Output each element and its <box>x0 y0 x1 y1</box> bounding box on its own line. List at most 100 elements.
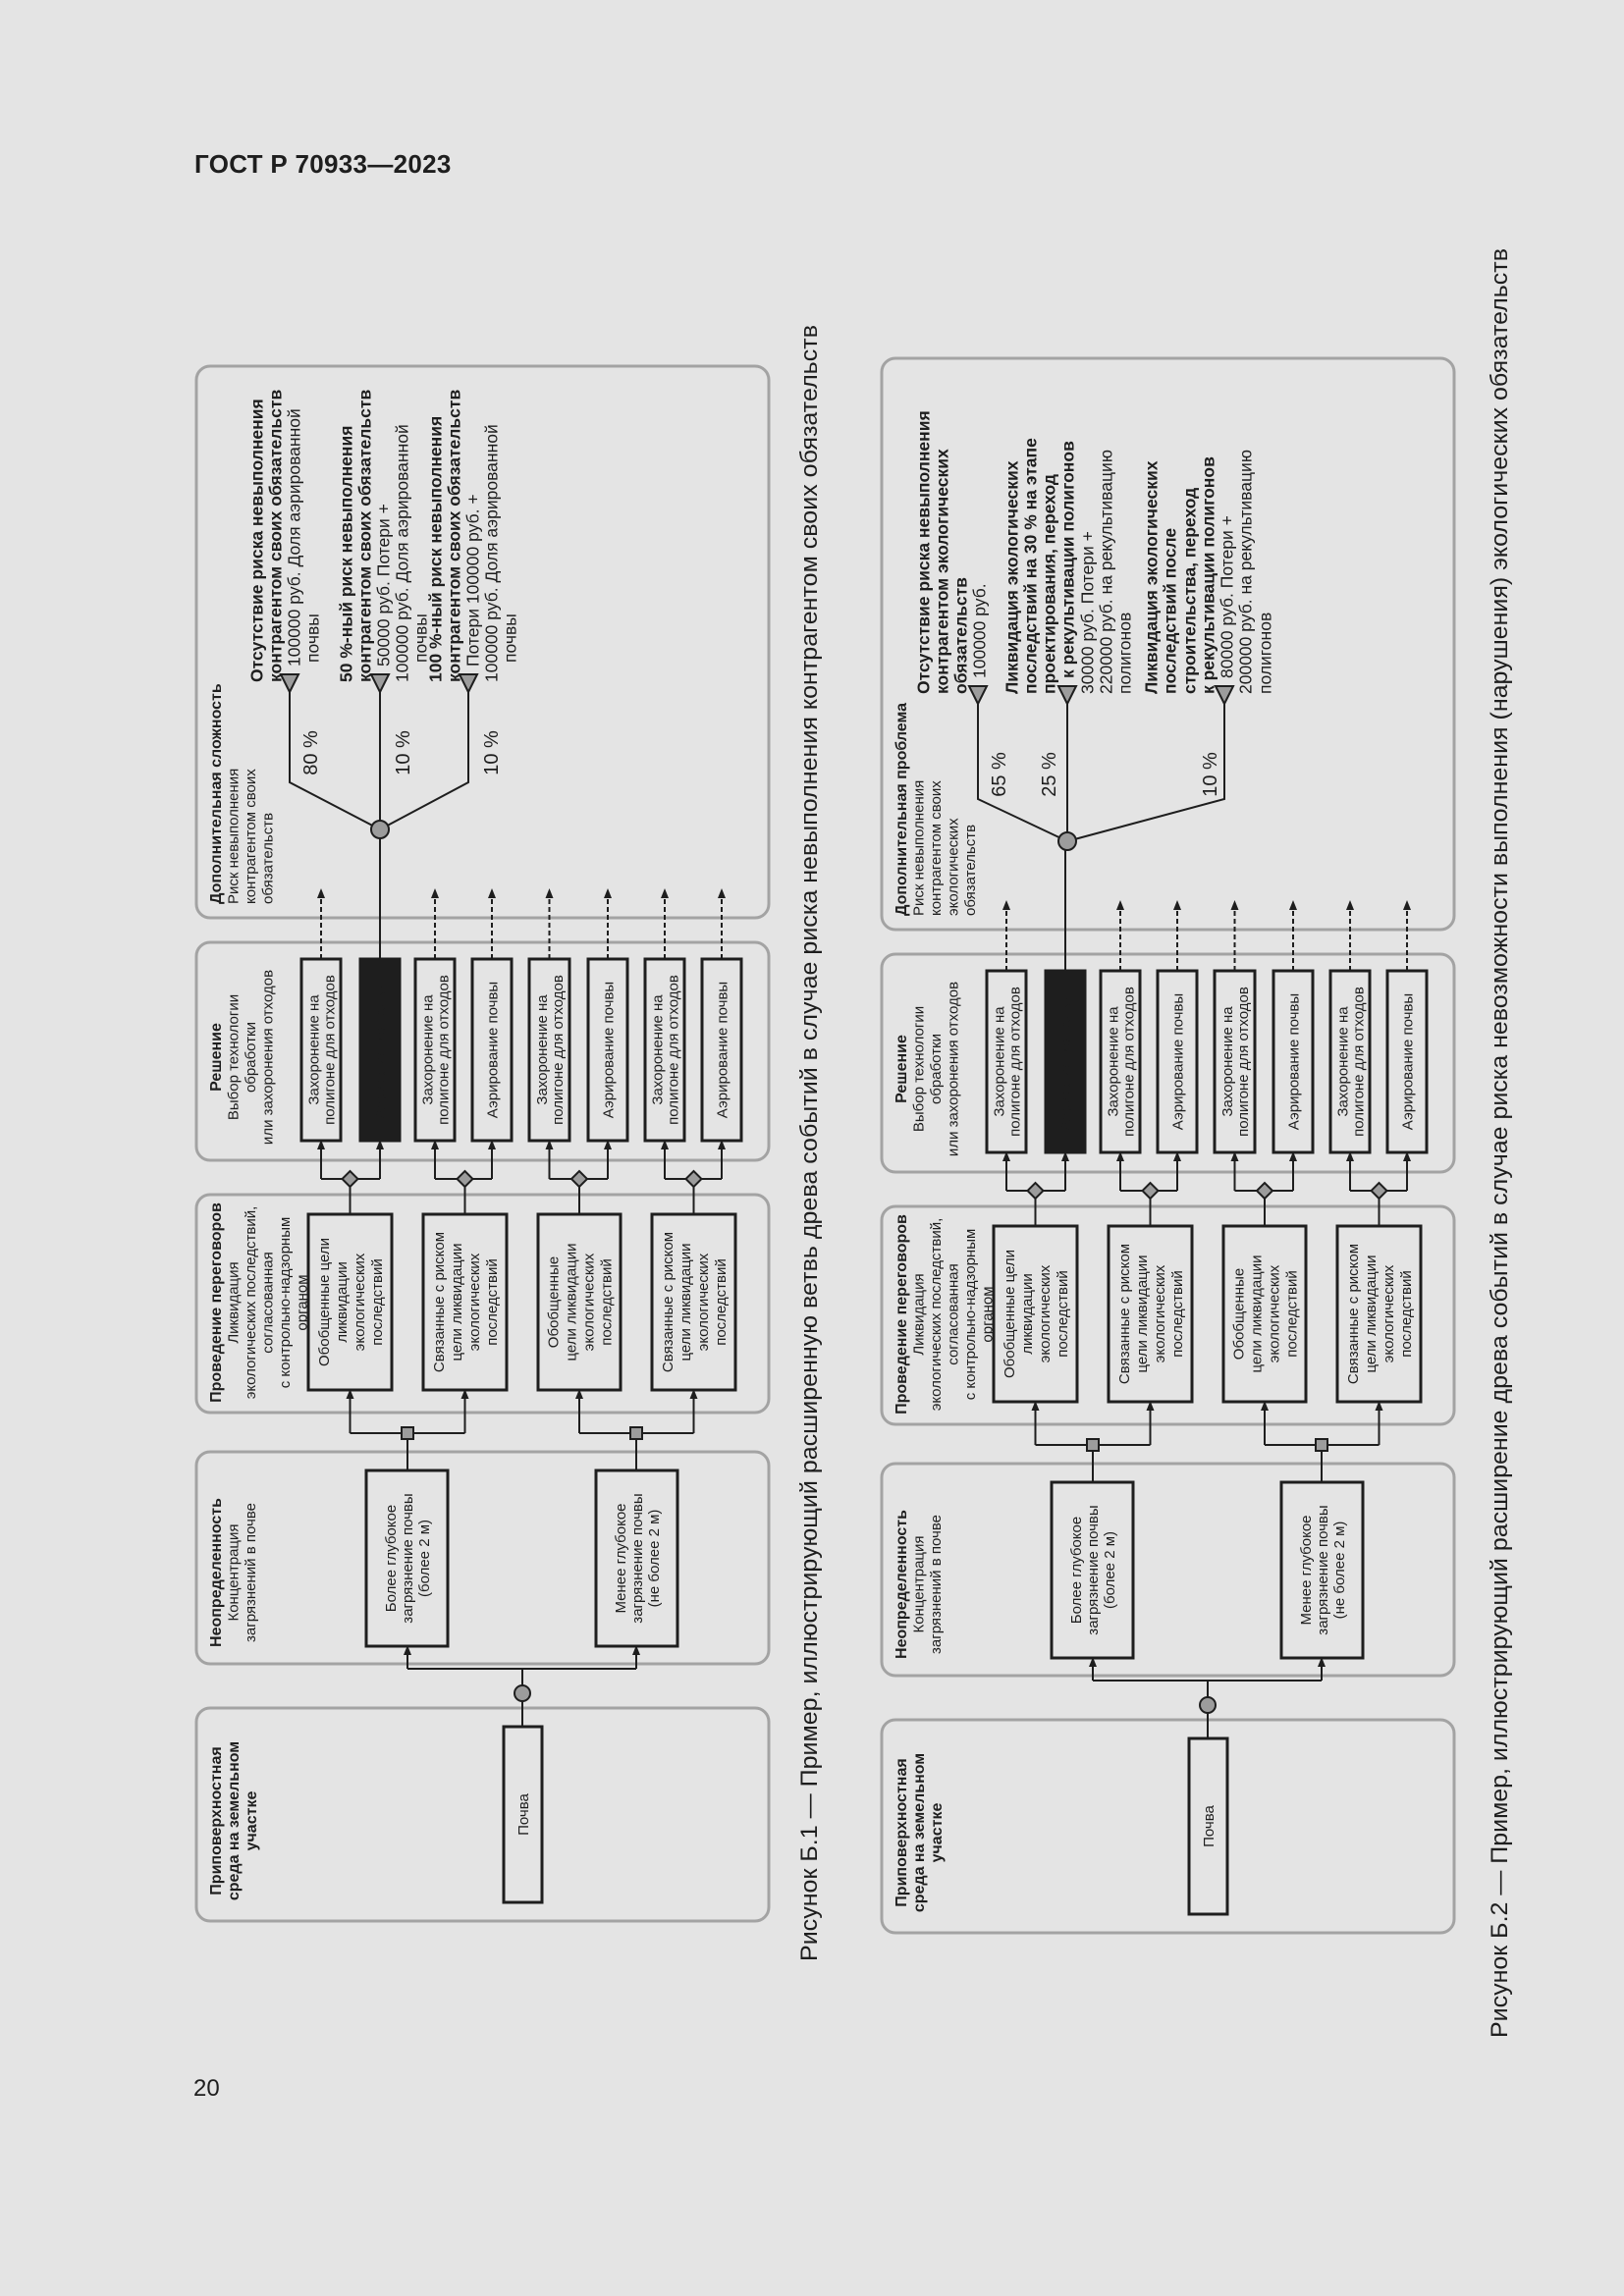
panel-subtitle: обязательств <box>259 813 276 904</box>
outcome-value-line: 100000 руб. Доля аэрированной <box>284 408 303 667</box>
panel-subtitle: Концентрация <box>225 1523 242 1621</box>
depth-box-text: Более глубокое <box>1068 1517 1085 1624</box>
negotiation-box-text: экологических <box>1152 1264 1168 1362</box>
outcome-title-line: последствий на 30 % на этапе <box>1020 438 1040 694</box>
panel-subtitle: Концентрация <box>910 1535 927 1632</box>
panel-subtitle: обработки <box>928 1034 945 1104</box>
panel-title: Неопределенность <box>893 1510 910 1659</box>
panel-title: Проведение переговоров <box>208 1202 225 1403</box>
panel-frame <box>880 1204 1456 1426</box>
decision-node-square <box>401 1426 414 1440</box>
depth-box-text: Менее глубокое <box>1298 1515 1315 1625</box>
probability-label: 80 % <box>300 730 322 775</box>
negotiation-box-text: Связанные с риском <box>1116 1244 1133 1384</box>
decision-node-diamond <box>1141 1181 1160 1201</box>
panel-title: среда на земельном <box>911 1753 928 1912</box>
panel-subtitle: загрязнений в почве <box>928 1515 945 1654</box>
decision-box-text: полигоне для отходов <box>435 975 452 1125</box>
negotiation-box-text: цели ликвидации <box>677 1243 694 1361</box>
decision-node-diamond <box>1255 1181 1274 1201</box>
outcome-value-line: 30000 руб. Потери + <box>1077 531 1097 694</box>
negotiation-box-text: экологических <box>466 1253 483 1351</box>
decision-box-text: полигоне для отходов <box>550 975 567 1125</box>
outcome-value-line: полигонов <box>1255 613 1274 694</box>
negotiation-box-text: экологических <box>695 1253 712 1351</box>
probability-label: 10 % <box>393 730 414 775</box>
outcome-title-line: 50 %-ный риск невыполнения <box>336 426 355 682</box>
panel-subtitle: загрязнений в почве <box>243 1503 259 1642</box>
decision-box-text: Захоронение на <box>1219 1006 1236 1117</box>
panel-title: Приповерхностная <box>893 1758 910 1906</box>
decision-box-text: Захоронение на <box>1334 1006 1351 1117</box>
decision-box-text: полигоне для отходов <box>1350 987 1367 1137</box>
terminal-node-triangle <box>1214 685 1235 707</box>
depth-box-text: загрязнение почвы <box>1085 1505 1102 1634</box>
outcome-value-line: 200000 руб. на рекультивацию <box>1235 450 1255 694</box>
depth-box-text: загрязнение почвы <box>400 1493 416 1623</box>
outcome-title-line: Отсутствие риска невыполнения <box>913 410 933 694</box>
panel-subtitle: с контрольно-надзорным <box>277 1217 294 1389</box>
terminal-node-triangle <box>279 673 300 695</box>
negotiation-box-text: Обобщенные цели <box>316 1238 333 1366</box>
outcome-value-line: Потери 100000 руб. + <box>462 494 482 667</box>
outcome-title-line: контрагентом своих обязательств <box>444 390 463 682</box>
decision-box-text: Захоронение на <box>649 994 666 1105</box>
depth-box-text: загрязнение почвы <box>629 1493 646 1623</box>
panel-frame <box>194 364 771 920</box>
decision-node-diamond <box>1026 1181 1045 1201</box>
terminal-node-triangle <box>369 673 391 695</box>
outcome-value-line: почвы <box>302 614 322 663</box>
decision-box-text: Захоронение на <box>534 994 551 1105</box>
decision-node-square <box>1315 1438 1328 1452</box>
negotiation-box-text: Обобщенные <box>545 1256 562 1348</box>
selected-decision-box-text: Аэрирование почвы <box>1057 993 1074 1130</box>
negotiation-box-text: экологических <box>1037 1264 1054 1362</box>
panel-subtitle: или захоронения отходов <box>945 982 961 1156</box>
outcome-value-line: 100000 руб. Доля аэрированной <box>481 424 501 682</box>
negotiation-box-text: последствий <box>1283 1270 1300 1358</box>
negotiation-box-text: последствий <box>1055 1270 1071 1358</box>
decision-box-text: Захоронение на <box>305 994 322 1105</box>
decision-node-square <box>629 1426 643 1440</box>
decision-box-text: Захоронение на <box>991 1006 1007 1117</box>
panel-title: Решение <box>893 1035 910 1103</box>
outcome-title-line: проектирования, переход <box>1039 474 1058 694</box>
outcome-title-line: последствий после <box>1160 528 1179 694</box>
decision-box-text: полигоне для отходов <box>321 975 338 1125</box>
decision-box-text: Аэрирование почвы <box>484 982 501 1118</box>
depth-box-text: Менее глубокое <box>613 1503 629 1613</box>
chance-node-circle <box>370 820 390 839</box>
panel-subtitle: органом <box>979 1286 996 1342</box>
terminal-node-triangle <box>967 685 989 707</box>
decision-box-text: Аэрирование почвы <box>1399 993 1416 1130</box>
negotiation-box-text: экологических <box>580 1253 597 1351</box>
negotiation-box-text: последствий <box>598 1258 615 1346</box>
panel-title: среда на земельном <box>226 1741 243 1900</box>
negotiation-box-text: Связанные с риском <box>660 1232 677 1372</box>
panel-subtitle: экологических последствий, <box>243 1206 259 1400</box>
outcome-value-line: 100000 руб. <box>969 583 989 678</box>
decision-box-text: полигоне для отходов <box>665 975 681 1125</box>
panel-frame <box>194 940 771 1162</box>
negotiation-box-text: цели ликвидации <box>1248 1255 1265 1372</box>
negotiation-box-text: последствий <box>1398 1270 1415 1358</box>
chance-node-circle <box>1057 831 1077 851</box>
outcome-title-line: обязательств <box>950 577 970 694</box>
decision-node-diamond <box>1370 1181 1388 1201</box>
soil-box-text: Почва <box>515 1792 532 1835</box>
document-header: ГОСТ Р 70933—2023 <box>194 149 452 179</box>
terminal-node-triangle <box>458 673 479 695</box>
panel-frame <box>880 1718 1456 1935</box>
figure-caption: Рисунок Б.1 — Пример, иллюстрирующий рас… <box>796 325 823 1961</box>
